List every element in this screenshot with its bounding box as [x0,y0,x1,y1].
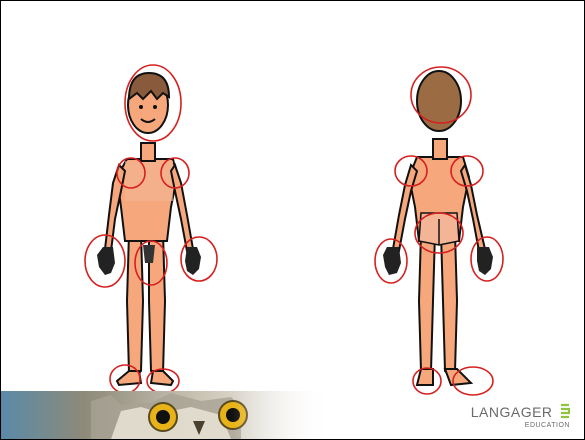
back-neck [433,139,447,159]
logo-mark-icon [560,403,570,419]
back-left-hand [383,247,401,275]
back-head [417,71,461,131]
back-figure [383,71,493,385]
logo-name: LANGAGER [471,404,553,420]
back-right-hand [477,247,493,275]
langager-logo: LANGAGER EDUCATION [471,403,570,429]
owl-photo [1,391,331,439]
back-left-foot [417,369,433,385]
logo-subtitle: EDUCATION [471,422,570,429]
back-right-leg [441,233,457,375]
back-left-leg [419,233,435,375]
